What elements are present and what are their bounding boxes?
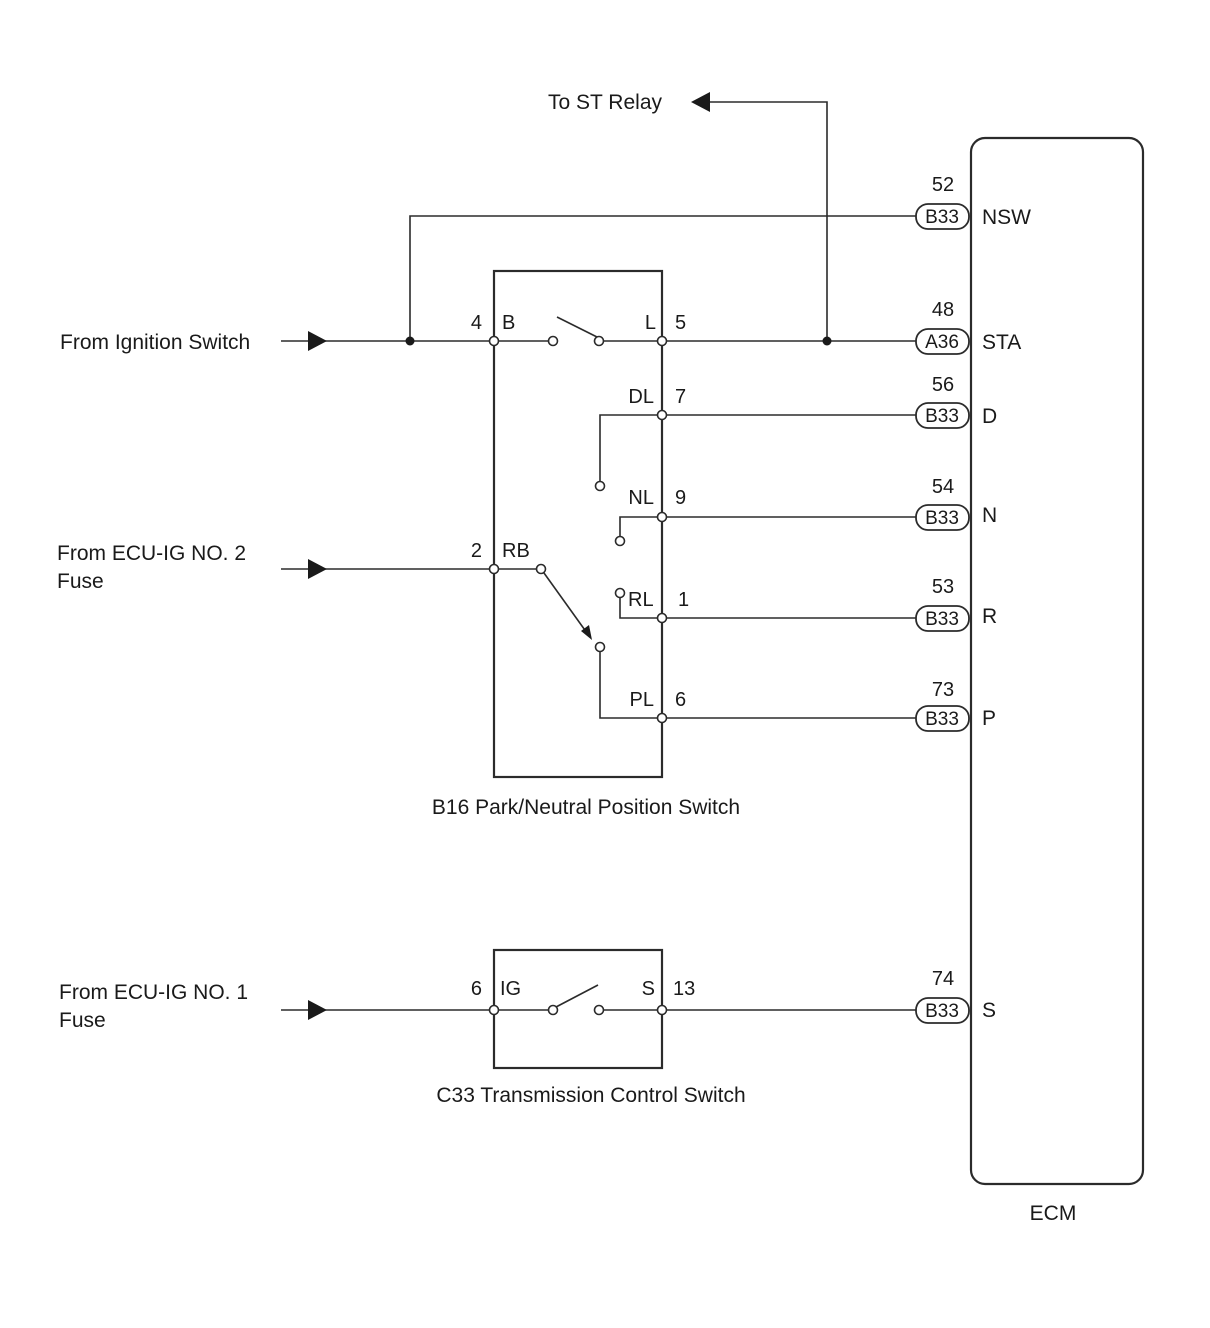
- selector-arrow-icon: [581, 625, 592, 640]
- wire-nl-contact: [619, 516, 662, 537]
- connector-id: B33: [925, 406, 959, 427]
- selector-blade-rb: [543, 572, 588, 634]
- pin-number-b: 4: [471, 312, 482, 334]
- connector-id: B33: [925, 508, 959, 529]
- tc-switch-caption: C33 Transmission Control Switch: [436, 1084, 745, 1107]
- input-arrow-ecu-ig1-icon: [308, 1000, 327, 1020]
- ecm-terminal-name: R: [982, 605, 997, 628]
- label-ecu-ig2-line1: From ECU-IG NO. 2: [57, 542, 246, 565]
- connector-id: B33: [925, 609, 959, 630]
- pin-name-s: S: [642, 978, 655, 1000]
- pin-number-ig: 6: [471, 978, 482, 1000]
- input-arrow-ecu-ig2-icon: [308, 559, 327, 579]
- pnp-switch-box: [492, 269, 664, 779]
- ecm-box: [969, 136, 1145, 1186]
- connector-badge: [915, 203, 970, 230]
- pin-number-l: 5: [675, 312, 686, 334]
- wire-dl-contact: [599, 414, 662, 482]
- label-ecu-ig1-line2: Fuse: [59, 1009, 106, 1032]
- wire-nsw: [409, 215, 916, 341]
- pin-number-nl: 9: [675, 487, 686, 509]
- wire-st-relay: [706, 101, 828, 341]
- ecm-pin-number: 54: [932, 476, 954, 498]
- pin-number-rb: 2: [471, 540, 482, 562]
- pin-name-l: L: [645, 312, 656, 334]
- label-to-st-relay: To ST Relay: [548, 91, 662, 114]
- pnp-switch-caption: B16 Park/Neutral Position Switch: [432, 796, 740, 819]
- ecm-pin-number: 74: [932, 968, 954, 990]
- switch-blade-ig-s: [555, 984, 599, 1008]
- connector-badge: [915, 328, 970, 355]
- pin-name-rb: RB: [502, 540, 530, 562]
- pin-number-rl: 1: [678, 589, 689, 611]
- connector-badge: [915, 504, 970, 531]
- junction-dot: [405, 336, 415, 346]
- pin-name-pl: PL: [630, 689, 654, 711]
- pin-name-ig: IG: [500, 978, 521, 1000]
- tc-switch-box: [492, 948, 664, 1070]
- ecm-terminal-name: N: [982, 504, 997, 527]
- pin-number-dl: 7: [675, 386, 686, 408]
- connector-id: A36: [925, 332, 959, 353]
- wire-rl-contact: [619, 597, 662, 619]
- ecm-pin-number: 48: [932, 299, 954, 321]
- pin-number-s: 13: [673, 978, 695, 1000]
- pin-name-rl: RL: [628, 589, 654, 611]
- ecm-pin-number: 53: [932, 576, 954, 598]
- wire-pl-contact: [599, 651, 662, 719]
- pin-name-dl: DL: [628, 386, 654, 408]
- output-arrow-st-relay-icon: [691, 92, 710, 112]
- label-from-ignition-switch: From Ignition Switch: [60, 331, 250, 354]
- ecm-terminal-name: NSW: [982, 206, 1031, 229]
- connector-badge: [915, 997, 970, 1024]
- connector-badge: [915, 605, 970, 632]
- ecm-terminal-name: D: [982, 405, 997, 428]
- connector-id: B33: [925, 1001, 959, 1022]
- connector-id: B33: [925, 207, 959, 228]
- ecm-label: ECM: [1030, 1202, 1077, 1225]
- connector-id: B33: [925, 709, 959, 730]
- pin-name-nl: NL: [628, 487, 654, 509]
- ecm-pin-number: 52: [932, 174, 954, 196]
- label-ecu-ig2-line2: Fuse: [57, 570, 104, 593]
- switch-blade-b-l: [556, 316, 600, 339]
- pin-name-b: B: [502, 312, 515, 334]
- junction-dot: [822, 336, 832, 346]
- terminal-group: [488, 335, 668, 1016]
- ecm-pin-number: 73: [932, 679, 954, 701]
- connector-badge: [915, 705, 970, 732]
- input-arrow-ignition-icon: [308, 331, 327, 351]
- ecm-terminal-name: S: [982, 999, 996, 1022]
- label-ecu-ig1-line1: From ECU-IG NO. 1: [59, 981, 248, 1004]
- ecm-pin-number: 56: [932, 374, 954, 396]
- ecm-terminal-name: P: [982, 707, 996, 730]
- pin-number-pl: 6: [675, 689, 686, 711]
- connector-badge: [915, 402, 970, 429]
- ecm-terminal-name: STA: [982, 331, 1021, 354]
